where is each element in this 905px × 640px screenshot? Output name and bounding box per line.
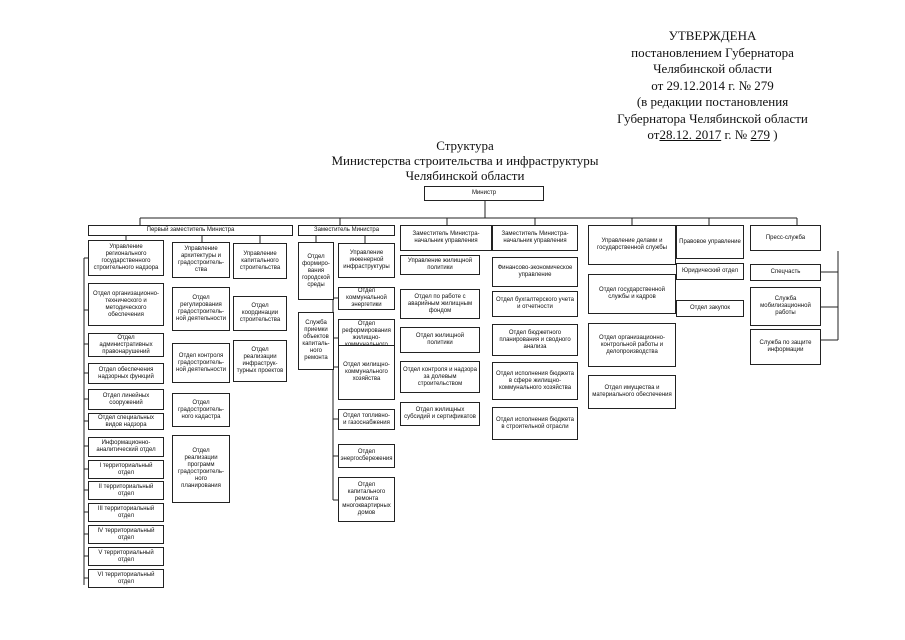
department-box: Отдел жилищной политики — [400, 327, 480, 353]
department-box: Отдел линейных сооружений — [88, 389, 164, 410]
approval-number-prefix: г. № — [724, 127, 748, 142]
department-box: Отдел капитального ремонта многоквартирн… — [338, 477, 395, 522]
deputy-head-box: Заместитель Министра-начальник управлени… — [400, 225, 492, 251]
department-box: Управление регионального государственног… — [88, 240, 164, 276]
department-box: Финансово-экономическое управление — [492, 257, 578, 287]
department-box: Отдел жилищных субсидий и сертификатов — [400, 402, 480, 426]
personnel-management-box: Управление делами и государственной служ… — [588, 225, 676, 265]
department-box: Отдел энергосбережения — [338, 444, 395, 468]
department-box: Отдел обеспечения надзорных функций — [88, 363, 164, 384]
department-box: Отдел градостроитель-ного кадастра — [172, 393, 230, 427]
department-box: Отдел жилищно-коммунального хозяйства — [338, 345, 395, 400]
department-box: Отдел организационно-контрольной работы … — [588, 323, 676, 367]
approval-line: (в редакции постановления — [636, 94, 789, 109]
department-box: Отдел организационно-технического и мето… — [88, 283, 164, 326]
department-box: III территориальный отдел — [88, 503, 164, 522]
department-box: Отдел административных правонарушений — [88, 333, 164, 357]
department-box: Отдел реализации программ градостроитель… — [172, 435, 230, 503]
press-service-box: Пресс-служба — [750, 225, 821, 251]
first-deputy-box: Первый заместитель Министра — [88, 225, 293, 236]
approval-line: от 29.12.2014 г. № 279 — [651, 77, 774, 93]
approval-line: УТВЕРЖДЕНА — [668, 28, 757, 43]
department-box: Отдел коммунальной энергетики — [338, 287, 395, 310]
legal-department-box: Правовое управление — [676, 225, 744, 259]
department-box: Отдел формиро-вания городской среды — [298, 242, 334, 300]
department-box: Отдел исполнения бюджета в сфере жилищно… — [492, 362, 578, 400]
approval-line: от28.12. 2017 г. № 279 ) — [600, 127, 825, 144]
department-box: Информационно-аналитический отдел — [88, 437, 164, 457]
title-line: Челябинской области — [405, 168, 525, 183]
department-box: Управление жилищной политики — [400, 255, 480, 275]
deputy-box: Заместитель Министра — [298, 225, 395, 236]
department-box: Отдел закупок — [676, 300, 744, 317]
department-box: Отдел координации строительства — [233, 296, 287, 331]
department-box: Отдел бухгалтерского учета и отчетности — [492, 291, 578, 317]
department-box: I территориальный отдел — [88, 460, 164, 479]
department-box: VI территориальный отдел — [88, 569, 164, 588]
department-box: Отдел специальных видов надзора — [88, 413, 164, 430]
title-line: Структура — [436, 138, 494, 153]
department-box: Юридический отдел — [676, 263, 744, 280]
approval-date-prefix: от — [647, 127, 660, 142]
department-box: Служба по защите информации — [750, 329, 821, 365]
department-box: Спецчасть — [750, 264, 821, 281]
department-box: Отдел имущества и материального обеспече… — [588, 375, 676, 409]
approval-date: 28.12. 2017 — [659, 127, 722, 142]
department-box: II территориальный отдел — [88, 481, 164, 500]
minister-box: Министр — [424, 186, 544, 201]
department-box: Отдел бюджетного планирования и сводного… — [492, 324, 578, 356]
approval-close: ) — [773, 127, 778, 142]
department-box: Служба приемки объектов капиталь-ного ре… — [298, 312, 334, 370]
approval-block: УТВЕРЖДЕНА постановлением Губернатора Че… — [600, 28, 825, 144]
department-box: Отдел исполнения бюджета в строительной … — [492, 407, 578, 440]
title-line: Министерства строительства и инфраструкт… — [331, 153, 599, 168]
department-box: V территориальный отдел — [88, 547, 164, 566]
department-box: Отдел контроля градостроитель-ной деятел… — [172, 343, 230, 383]
deputy-head-box: Заместитель Министра-начальник управлени… — [492, 225, 578, 251]
document-title: Структура Министерства строительства и и… — [300, 138, 630, 183]
department-box: Отдел государственной службы и кадров — [588, 274, 676, 314]
department-box: Отдел регулирования градостроитель-ной д… — [172, 287, 230, 331]
department-box: Отдел реализации инфраструк-турных проек… — [233, 340, 287, 382]
department-box: Отдел топливно- и газоснабжения — [338, 409, 395, 430]
approval-number: 279 — [750, 127, 770, 142]
department-box: Управление капитального строительства — [233, 243, 287, 279]
department-box: Служба мобилизационной работы — [750, 287, 821, 326]
department-box: Отдел по работе с аварийным жилищным фон… — [400, 289, 480, 319]
department-box: Отдел контроля и надзора за долевым стро… — [400, 361, 480, 393]
approval-line: Губернатора Челябинской области — [617, 110, 808, 126]
approval-line: Челябинской области — [653, 61, 772, 76]
department-box: Управление архитектуры и градостроитель-… — [172, 242, 230, 278]
department-box: IV территориальный отдел — [88, 525, 164, 544]
approval-line: постановлением Губернатора — [631, 44, 794, 60]
department-box: Управление инженерной инфраструктуры — [338, 243, 395, 278]
